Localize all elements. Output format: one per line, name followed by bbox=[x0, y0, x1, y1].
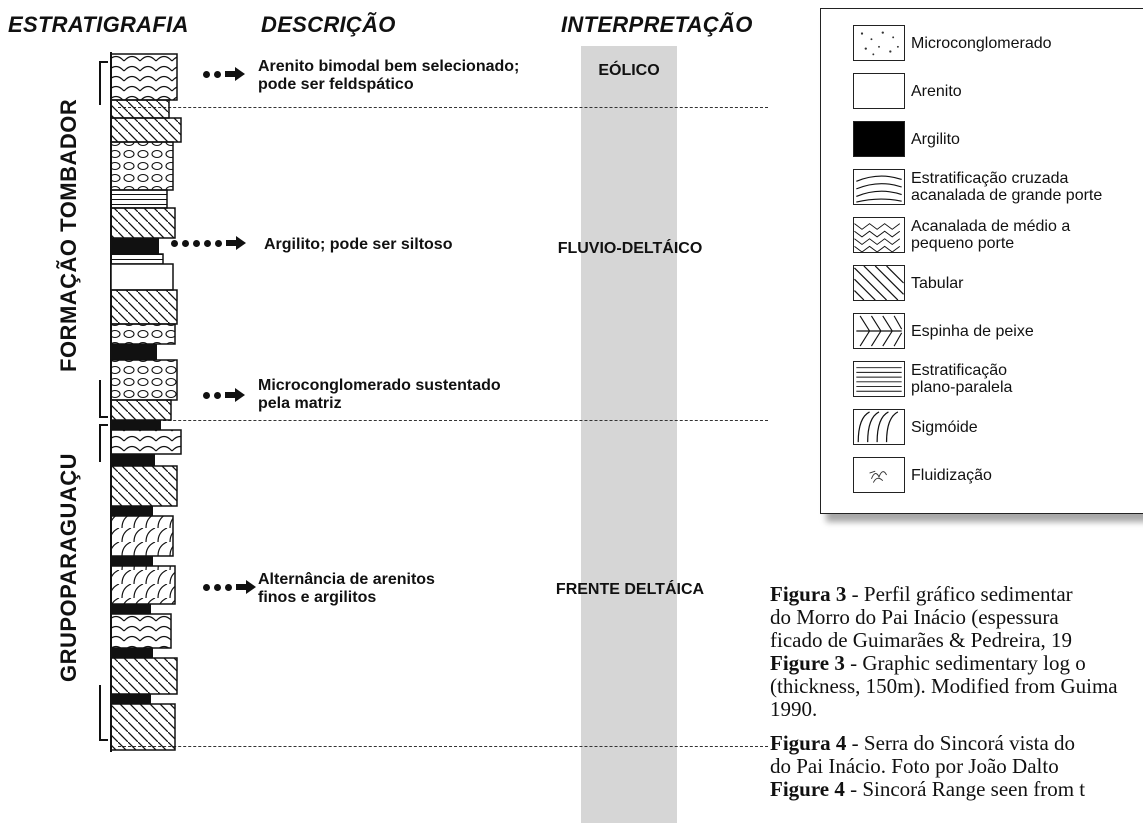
legend-item-herringbone: Espinha de peixe bbox=[853, 311, 1034, 351]
description-line: finos e argilitos bbox=[258, 589, 377, 606]
caption-figure-label: Figura 4 bbox=[770, 731, 847, 755]
description-arrow-1 bbox=[203, 67, 245, 81]
microconglomerate-symbol-icon bbox=[853, 25, 905, 61]
caption-figure-3-pt: Figura 3 - Perfil gráfico sedimentar do … bbox=[770, 583, 1073, 652]
description-arrow-2 bbox=[171, 236, 246, 250]
legend-item-sigmoid: Sigmóide bbox=[853, 407, 978, 447]
arrow-icon bbox=[236, 580, 256, 594]
header-description: DESCRIÇÃO bbox=[261, 12, 396, 37]
arrow-icon bbox=[225, 388, 245, 402]
tabular-bedding-symbol-icon bbox=[853, 265, 905, 301]
caption-text: - Serra do Sincorá vista do bbox=[846, 731, 1076, 755]
sandstone-symbol-icon bbox=[853, 73, 905, 109]
description-mudstone: Argilito; pode ser siltoso bbox=[264, 236, 452, 254]
fluidization-symbol-icon bbox=[853, 457, 905, 493]
caption-line: ficado de Guimarães & Pedreira, 19 bbox=[770, 628, 1073, 652]
caption-figure-label: Figure 3 bbox=[770, 651, 845, 675]
legend-label: Arenito bbox=[911, 82, 962, 100]
caption-figure-label: Figura 3 bbox=[770, 582, 847, 606]
caption-text: - Perfil gráfico sedimentar bbox=[846, 582, 1073, 606]
legend-item-microconglomerate: Microconglomerado bbox=[853, 23, 1052, 63]
interpretation-eolic: EÓLICO bbox=[598, 62, 660, 79]
caption-figure-3-en: Figure 3 - Graphic sedimentary log o (th… bbox=[770, 652, 1118, 721]
boundary-line-eolic bbox=[118, 107, 768, 108]
description-line: Microconglomerado sustentado bbox=[258, 377, 501, 394]
unit-label-formacao-tombador: FORMAÇÃO TOMBADOR bbox=[56, 98, 81, 372]
caption-figure-4-pt: Figura 4 - Serra do Sincorá vista do do … bbox=[770, 732, 1075, 778]
interpretation-fluvio-deltaic: FLUVIO-DELTÁICO bbox=[557, 240, 703, 257]
caption-line: Figura 3 - Perfil gráfico sedimentar bbox=[770, 583, 1073, 606]
legend-item-sandstone: Arenito bbox=[853, 71, 962, 111]
header-interpretation: INTERPRETAÇÃO bbox=[561, 12, 753, 37]
caption-figure-4-en: Figure 4 - Sincorá Range seen from t bbox=[770, 778, 1085, 801]
arrow-icon bbox=[225, 67, 245, 81]
description-arrow-3 bbox=[203, 388, 245, 402]
description-line: Alternância de arenitos bbox=[258, 571, 435, 588]
large-trough-cross-bedding-symbol-icon bbox=[853, 169, 905, 205]
legend-label: Acanalada de médio a pequeno porte bbox=[911, 218, 1071, 252]
legend-label: Espinha de peixe bbox=[911, 322, 1034, 340]
legend-label: Sigmóide bbox=[911, 418, 978, 436]
arrow-icon bbox=[226, 236, 246, 250]
unit-label-grupo-paraguacu: GRUPOPARAGUAÇU bbox=[56, 452, 81, 682]
legend-label: Microconglomerado bbox=[911, 34, 1052, 52]
description-line: pode ser feldspático bbox=[258, 76, 414, 93]
legend-label: Estratificação cruzada acanalada de gran… bbox=[911, 170, 1103, 204]
description-line: Argilito; pode ser siltoso bbox=[264, 236, 453, 253]
legend-label: Fluidização bbox=[911, 466, 992, 484]
legend-label: Tabular bbox=[911, 274, 964, 292]
caption-line: do Pai Inácio. Foto por João Dalto bbox=[770, 754, 1059, 778]
small-trough-cross-bedding-symbol-icon bbox=[853, 217, 905, 253]
caption-line: 1990. bbox=[770, 697, 818, 721]
interpretation-delta-front: FRENTE DELTÁICA bbox=[555, 581, 705, 598]
legend-label: Argilito bbox=[911, 130, 960, 148]
sigmoid-symbol-icon bbox=[853, 409, 905, 445]
caption-line: Figure 3 - Graphic sedimentary log o bbox=[770, 652, 1118, 675]
boundary-line-fluvio-deltaic bbox=[118, 420, 768, 421]
description-arrow-4 bbox=[203, 580, 256, 594]
legend-item-fluidization: Fluidização bbox=[853, 455, 992, 495]
plane-parallel-symbol-icon bbox=[853, 361, 905, 397]
sedimentary-log-column bbox=[110, 52, 182, 752]
legend-item-small-trough: Acanalada de médio a pequeno porte bbox=[853, 215, 1070, 255]
legend-item-large-trough: Estratificação cruzada acanalada de gran… bbox=[853, 167, 1102, 207]
caption-line: do Morro do Pai Inácio (espessura bbox=[770, 605, 1059, 629]
caption-text: - Graphic sedimentary log o bbox=[844, 651, 1086, 675]
legend-item-plane-parallel: Estratificação plano-paralela bbox=[853, 359, 1012, 399]
header-stratigraphy: ESTRATIGRAFIA bbox=[8, 12, 189, 37]
legend-item-mudstone: Argilito bbox=[853, 119, 960, 159]
legend: Microconglomerado Arenito Argilito Estra… bbox=[820, 8, 1143, 514]
description-line: pela matriz bbox=[258, 395, 342, 412]
boundary-line-base bbox=[118, 746, 768, 747]
caption-text: - Sincorá Range seen from t bbox=[844, 777, 1086, 801]
legend-item-tabular: Tabular bbox=[853, 263, 963, 303]
description-line: Arenito bimodal bem selecionado; bbox=[258, 58, 520, 75]
mudstone-symbol-icon bbox=[853, 121, 905, 157]
interpretation-column-band bbox=[581, 46, 677, 823]
caption-figure-label: Figure 4 bbox=[770, 777, 845, 801]
legend-label: Estratificação plano-paralela bbox=[911, 362, 1013, 396]
description-eolic: Arenito bimodal bem selecionado; pode se… bbox=[258, 58, 519, 94]
unit-brackets bbox=[99, 61, 108, 741]
description-microconglomerate: Microconglomerado sustentado pela matriz bbox=[258, 377, 501, 413]
caption-line: (thickness, 150m). Modified from Guima bbox=[770, 674, 1118, 698]
caption-line: Figura 4 - Serra do Sincorá vista do bbox=[770, 732, 1075, 755]
herringbone-symbol-icon bbox=[853, 313, 905, 349]
description-alternation: Alternância de arenitos finos e argilito… bbox=[258, 571, 435, 607]
caption-line: Figure 4 - Sincorá Range seen from t bbox=[770, 778, 1085, 801]
